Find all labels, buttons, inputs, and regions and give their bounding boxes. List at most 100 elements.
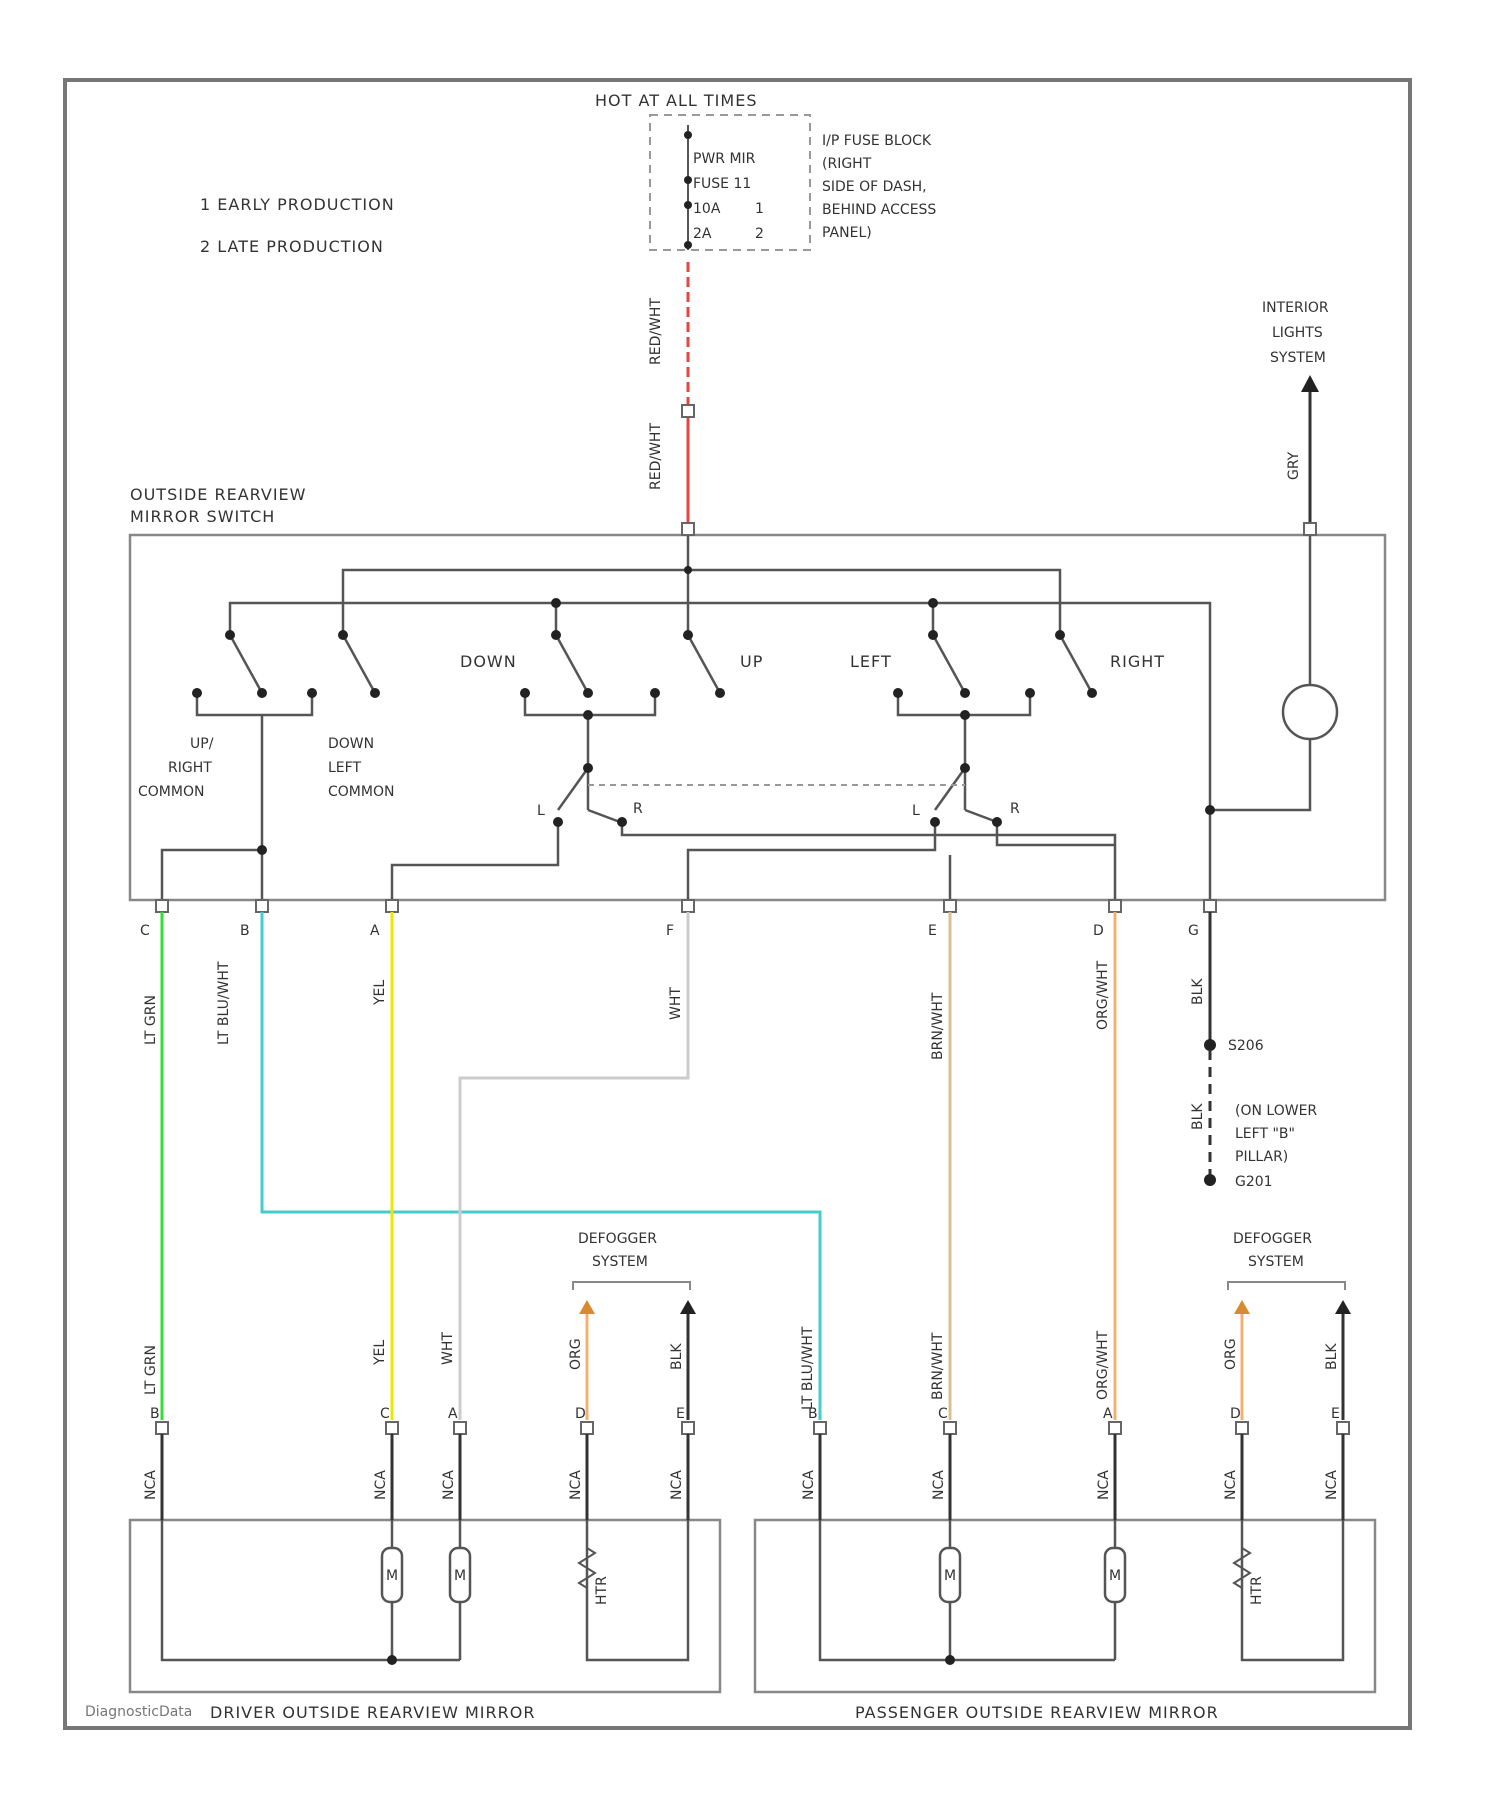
wire-label: WHT xyxy=(668,987,684,1020)
switch-pin-c: C xyxy=(140,923,150,939)
feed-wire-label-upper: RED/WHT xyxy=(648,298,664,365)
driver-mirror-wire-labels: LT GRN YEL WHT xyxy=(143,1332,456,1395)
wire-label: LT BLU/WHT xyxy=(216,961,232,1045)
fuse-block-line: SIDE OF DASH, xyxy=(822,179,927,195)
wire-label: LT GRN xyxy=(143,995,159,1045)
selector-label-r: R xyxy=(1010,801,1020,817)
connector-label: NCA xyxy=(669,1470,685,1500)
selector-label-l: L xyxy=(537,803,545,819)
mirror-wire-label: LT GRN xyxy=(143,1345,159,1395)
switch-contact-dots xyxy=(192,566,1215,855)
fuse-symbol xyxy=(684,125,692,250)
harness-wire-labels: LT GRN LT BLU/WHT YEL WHT BRN/WHT ORG/WH… xyxy=(143,960,1206,1060)
passenger-mirror-wire-labels: LT BLU/WHT BRN/WHT ORG/WHT xyxy=(800,1326,1111,1410)
interior-line: LIGHTS xyxy=(1272,325,1323,341)
connector-label: NCA xyxy=(373,1470,389,1500)
ground-location-line: PILLAR) xyxy=(1235,1149,1288,1165)
interior-wire-label: GRY xyxy=(1286,451,1302,480)
passenger-motor-1-icon: M xyxy=(940,1548,960,1602)
passenger-mirror-pins: B C A D E xyxy=(808,1406,1340,1422)
switch-labels: DOWN UP LEFT RIGHT UP/ RIGHT COMMON DOWN… xyxy=(138,652,1165,819)
mirror-wire-label: WHT xyxy=(440,1332,456,1365)
motor-label: M xyxy=(1109,1568,1121,1584)
driver-mirror-box xyxy=(130,1520,720,1692)
mirror-pin: E xyxy=(1331,1406,1340,1422)
driver-mirror-pins: B C A D E xyxy=(150,1406,685,1422)
defogger-label-line: DEFOGGER xyxy=(578,1231,657,1247)
mirror-pin: D xyxy=(575,1406,586,1422)
passenger-mirror-terminals xyxy=(814,1422,1349,1434)
switch-terminals: C B A F E D G xyxy=(140,523,1316,939)
hot-at-all-times-label: HOT AT ALL TIMES xyxy=(595,91,757,110)
driver-mirror-leads xyxy=(162,1434,688,1520)
selector-label-l: L xyxy=(912,803,920,819)
motor-label: M xyxy=(386,1568,398,1584)
illumination-lamp-icon xyxy=(1283,685,1337,739)
production-legend: 1 EARLY PRODUCTION 2 LATE PRODUCTION xyxy=(200,195,395,256)
ground-dot xyxy=(1204,1174,1216,1186)
splice-dot xyxy=(1204,1039,1216,1051)
switch-label-right: RIGHT xyxy=(1110,652,1165,671)
fuse-block-line: (RIGHT xyxy=(822,156,872,172)
connector-label: NCA xyxy=(143,1470,159,1500)
legend-item-early: 1 EARLY PRODUCTION xyxy=(200,195,395,214)
connector-label: NCA xyxy=(931,1470,947,1500)
ground-location-line: LEFT "B" xyxy=(1235,1126,1295,1142)
connector-label: NCA xyxy=(801,1470,817,1500)
driver-mirror: LT GRN YEL WHT B C A D E NCA NCA xyxy=(130,1332,720,1722)
switch-label-down: DOWN xyxy=(460,652,517,671)
switch-pin-e: E xyxy=(928,923,937,939)
down-left-common-line: DOWN xyxy=(328,736,374,752)
defogger-label-line: SYSTEM xyxy=(1248,1254,1304,1270)
defogger-passenger: DEFOGGER SYSTEM ORG BLK xyxy=(1223,1231,1351,1420)
interior-lights-label: INTERIOR LIGHTS SYSTEM xyxy=(1262,300,1329,366)
down-left-common-line: LEFT xyxy=(328,760,361,776)
ground-wire-label: BLK xyxy=(1190,1103,1206,1130)
mirror-pin: E xyxy=(676,1406,685,1422)
watermark-text: DiagnosticData xyxy=(85,1704,192,1720)
wire-label: ORG/WHT xyxy=(1095,960,1111,1030)
mirror-wire-label: LT BLU/WHT xyxy=(800,1326,816,1410)
motor-label: M xyxy=(944,1568,956,1584)
down-left-common-line: COMMON xyxy=(328,784,394,800)
mirror-pin: D xyxy=(1230,1406,1241,1422)
defogger-label-line: SYSTEM xyxy=(592,1254,648,1270)
splice-label: S206 xyxy=(1228,1038,1264,1054)
up-right-common-line: UP/ xyxy=(190,736,214,752)
mirror-pin: A xyxy=(1103,1406,1113,1422)
fuse-labels: PWR MIR FUSE 11 10A 2A 1 2 xyxy=(693,151,764,242)
switch-title: OUTSIDE REARVIEW MIRROR SWITCH xyxy=(130,485,306,526)
heater-label: HTR xyxy=(1249,1576,1265,1605)
switch-pin-b: B xyxy=(240,923,250,939)
inline-connector xyxy=(682,405,694,417)
motor-label: M xyxy=(454,1568,466,1584)
ground-id-label: G201 xyxy=(1235,1174,1273,1190)
selector-label-r: R xyxy=(633,801,643,817)
wire-lt-blu-wht xyxy=(262,912,820,1420)
up-right-common-line: RIGHT xyxy=(168,760,212,776)
fuse-block-line: BEHIND ACCESS xyxy=(822,202,936,218)
wire-label: BLK xyxy=(1190,978,1206,1005)
passenger-mirror-title: PASSENGER OUTSIDE REARVIEW MIRROR xyxy=(855,1703,1219,1722)
passenger-mirror-connector-labels: NCA NCA NCA NCA NCA xyxy=(801,1470,1340,1500)
interior-line: INTERIOR xyxy=(1262,300,1329,316)
switch-pin-g: G xyxy=(1188,923,1199,939)
passenger-mirror: LT BLU/WHT BRN/WHT ORG/WHT B C A D E NCA xyxy=(755,1326,1375,1722)
legend-item-late: 2 LATE PRODUCTION xyxy=(200,237,384,256)
fuse-variant-1: 1 xyxy=(755,201,764,217)
interior-line: SYSTEM xyxy=(1270,350,1326,366)
defogger-wire-label: BLK xyxy=(669,1343,685,1370)
connector-label: NCA xyxy=(568,1470,584,1500)
mirror-pin: B xyxy=(808,1406,818,1422)
switch-label-up: UP xyxy=(740,652,763,671)
mirror-wire-label: ORG/WHT xyxy=(1095,1330,1111,1400)
interior-lights-arrow xyxy=(1301,375,1319,392)
fuse-block-line: I/P FUSE BLOCK xyxy=(822,133,932,149)
mirror-switch-box xyxy=(130,535,1385,900)
connector-label: NCA xyxy=(1223,1470,1239,1500)
heater-label: HTR xyxy=(594,1576,610,1605)
mirror-wire-label: YEL xyxy=(372,1340,388,1366)
driver-mirror-connector-labels: NCA NCA NCA NCA NCA xyxy=(143,1470,685,1500)
passenger-mirror-box xyxy=(755,1520,1375,1692)
